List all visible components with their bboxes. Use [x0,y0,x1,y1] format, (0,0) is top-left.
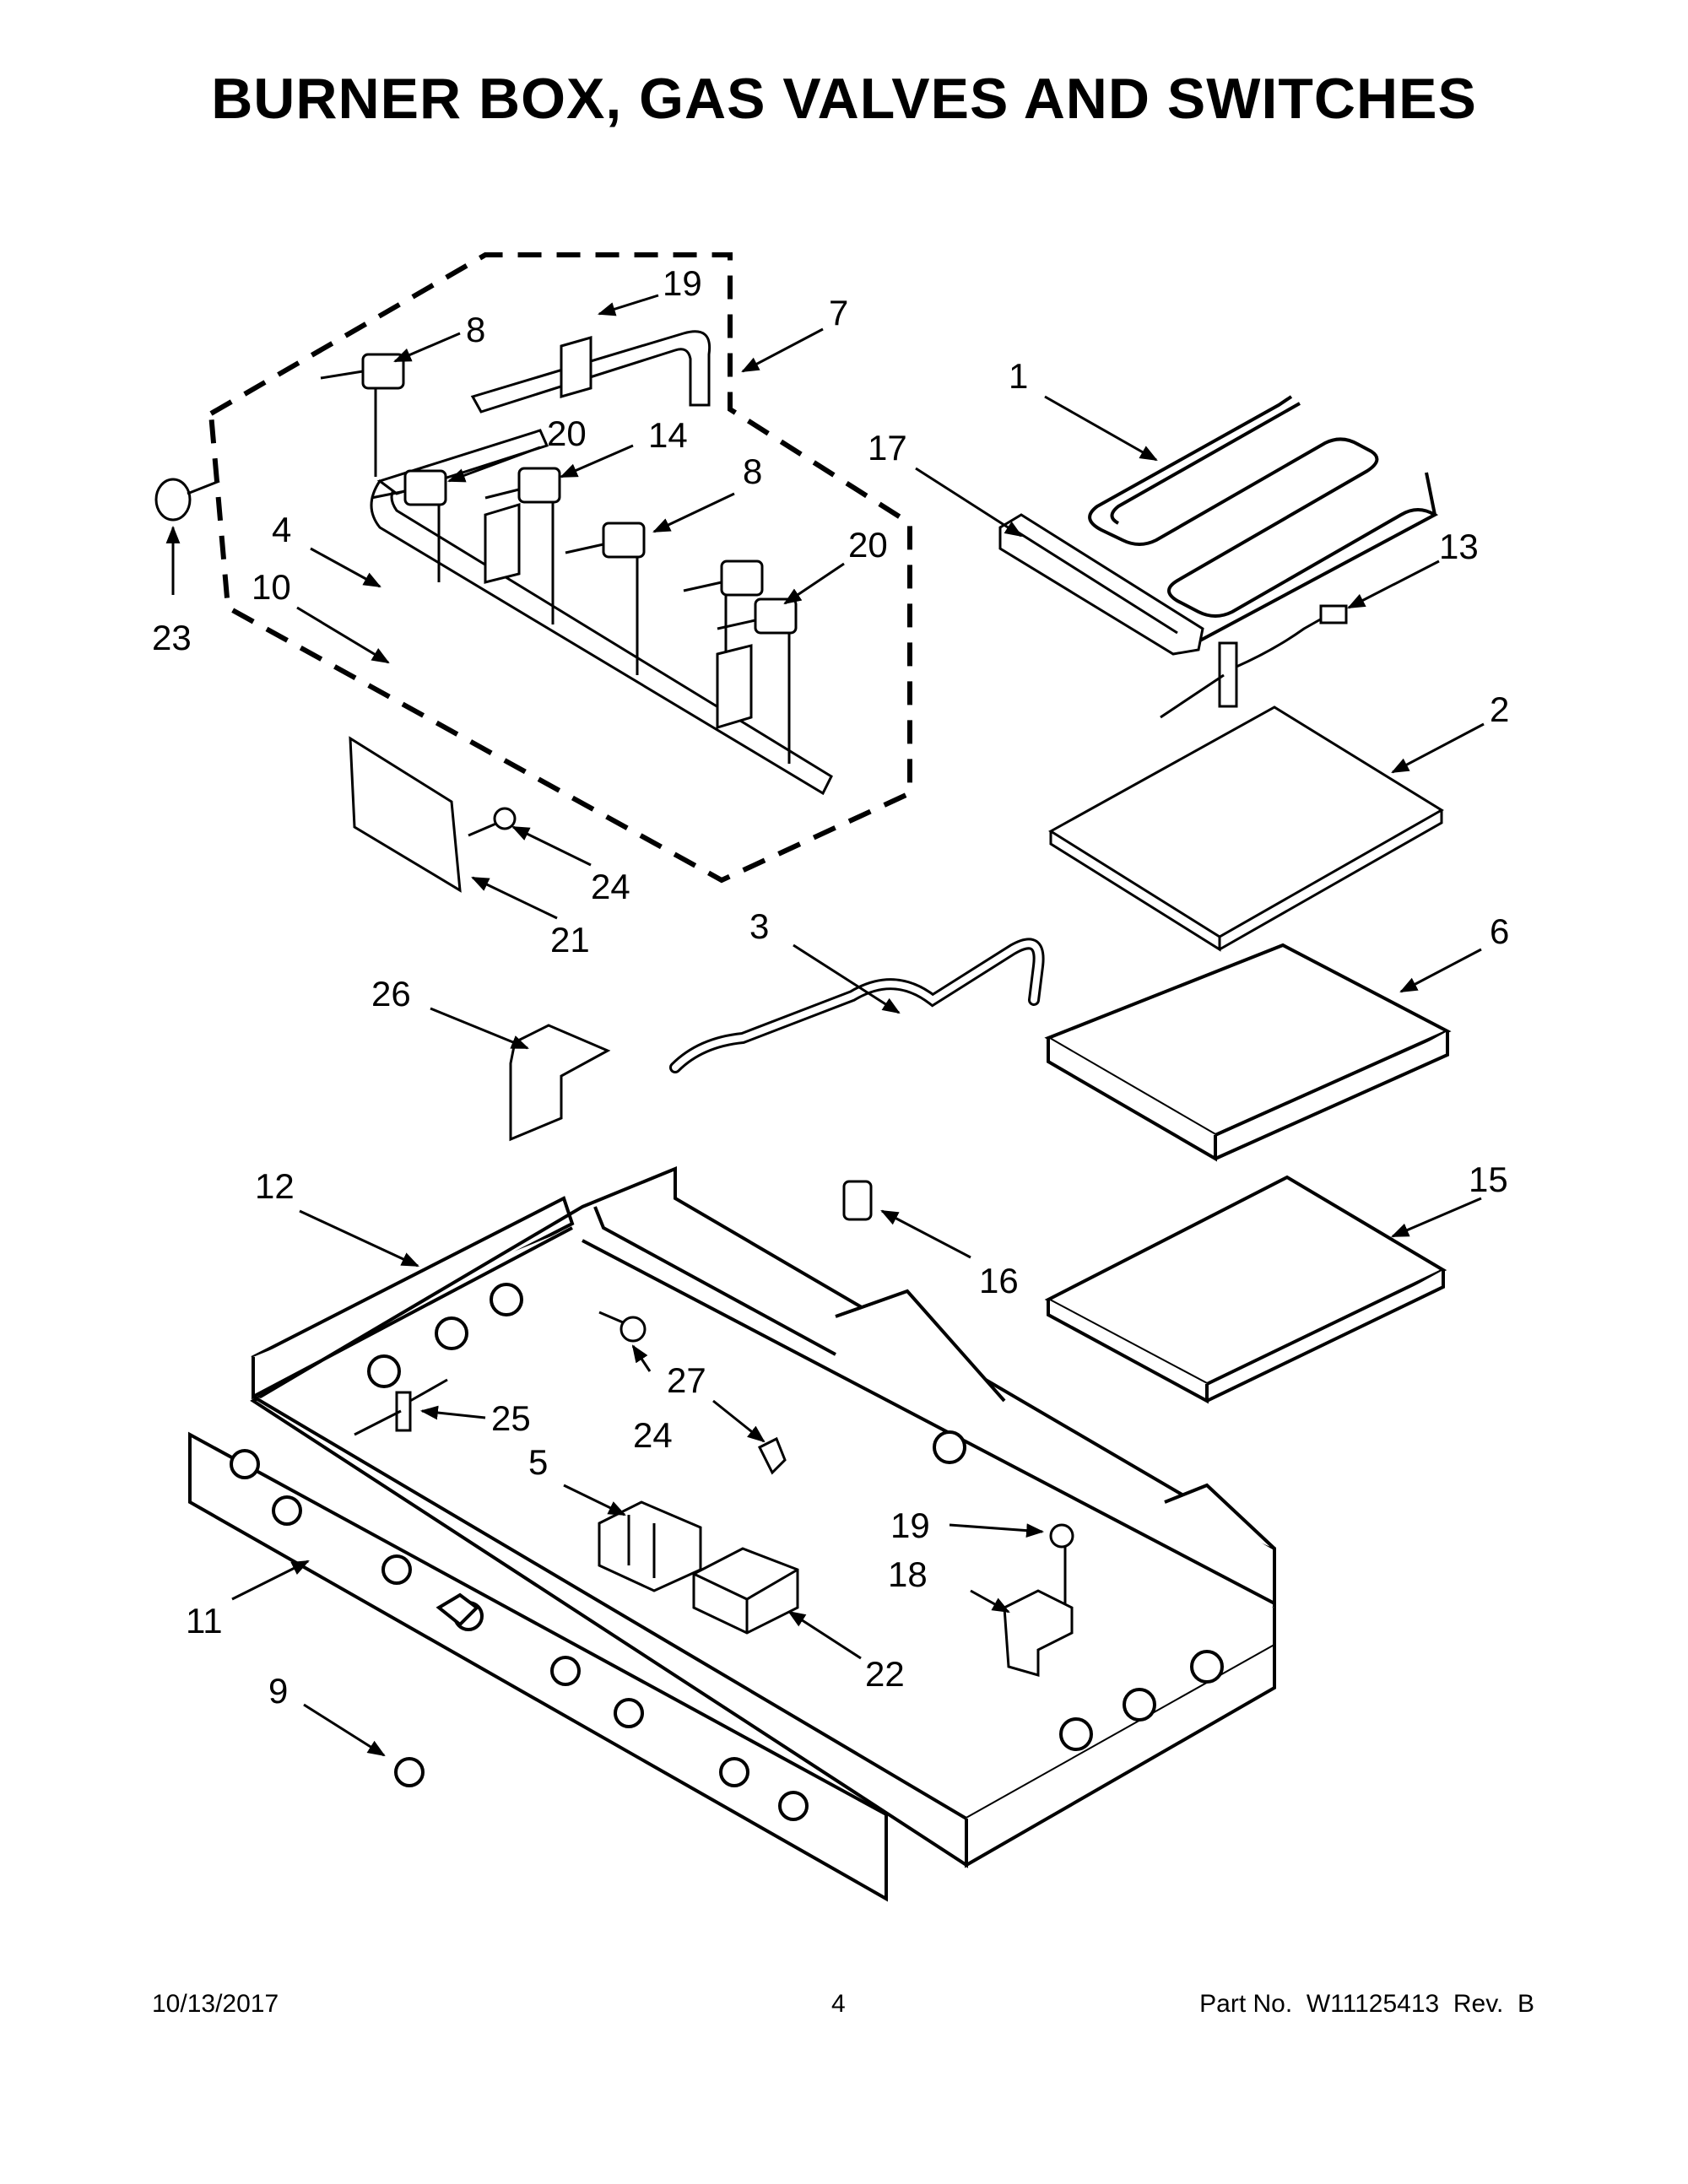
callout-24b: 24 [633,1415,673,1455]
callout-27: 27 [667,1360,706,1400]
wire-clip [757,1436,787,1475]
callout-4: 4 [272,510,291,549]
gas-tube [669,938,1045,1073]
callout-7: 7 [829,293,848,332]
gas-valve [371,469,447,582]
callout-8b: 8 [743,451,762,491]
footer-part-number: Part No. W11125413 Rev. B [1199,1990,1534,2018]
gas-valve [320,353,405,477]
callout-labels: 1 2 3 4 5 6 7 8 8 9 10 11 12 13 14 15 16… [152,263,1509,1711]
callout-19b: 19 [890,1506,930,1545]
mounting-bracket [509,1024,611,1142]
callout-14: 14 [648,415,688,455]
callout-9: 9 [268,1671,288,1711]
callout-23: 23 [152,618,192,657]
heating-element [1088,395,1439,643]
screw [598,1311,647,1343]
screw [468,807,517,837]
callout-10: 10 [252,567,291,607]
callout-6: 6 [1490,911,1509,951]
footer-date: 10/13/2017 [152,1990,279,2018]
callout-20b: 20 [848,525,888,565]
callout-21: 21 [550,920,590,960]
washer [154,478,192,522]
callout-2: 2 [1490,689,1509,729]
callout-15: 15 [1469,1160,1508,1199]
gas-valve [565,522,646,675]
insulation-pad [1044,1175,1447,1404]
leader-arrows [165,294,1485,1757]
temperature-sensor [1160,604,1348,719]
sensor-bracket [1003,1589,1074,1677]
callout-18: 18 [888,1554,928,1594]
callout-11: 11 [186,1601,223,1641]
drip-trough [998,513,1204,656]
front-panel [188,1431,888,1902]
griddle-plate [1044,943,1452,1162]
screw [1049,1523,1074,1603]
valve-bracket [484,336,753,730]
page-title: BURNER BOX, GAS VALVES AND SWITCHES [211,67,1477,131]
callout-8a: 8 [466,310,485,349]
callout-3: 3 [749,906,769,946]
gas-valve [717,597,798,764]
drip-tray [1048,705,1444,952]
callout-19a: 19 [663,263,702,303]
footer-page-number: 4 [831,1990,846,2018]
callout-1: 1 [1009,356,1028,396]
electronic-module [692,1547,799,1635]
callout-13: 13 [1439,527,1479,566]
callout-17: 17 [868,428,907,468]
valve-assembly-boundary [208,252,912,884]
callout-26: 26 [371,974,411,1014]
control-knob [394,1757,425,1787]
pipe-fitting [842,1180,873,1221]
callout-16: 16 [979,1261,1019,1300]
callout-22: 22 [865,1654,905,1694]
callout-5: 5 [528,1442,548,1482]
valve-cover [349,736,462,893]
callout-20a: 20 [547,414,587,453]
callout-25: 25 [491,1398,531,1438]
gas-valve [484,467,561,624]
callout-12: 12 [255,1166,295,1206]
igniter [354,1378,448,1436]
callout-24a: 24 [591,867,630,906]
